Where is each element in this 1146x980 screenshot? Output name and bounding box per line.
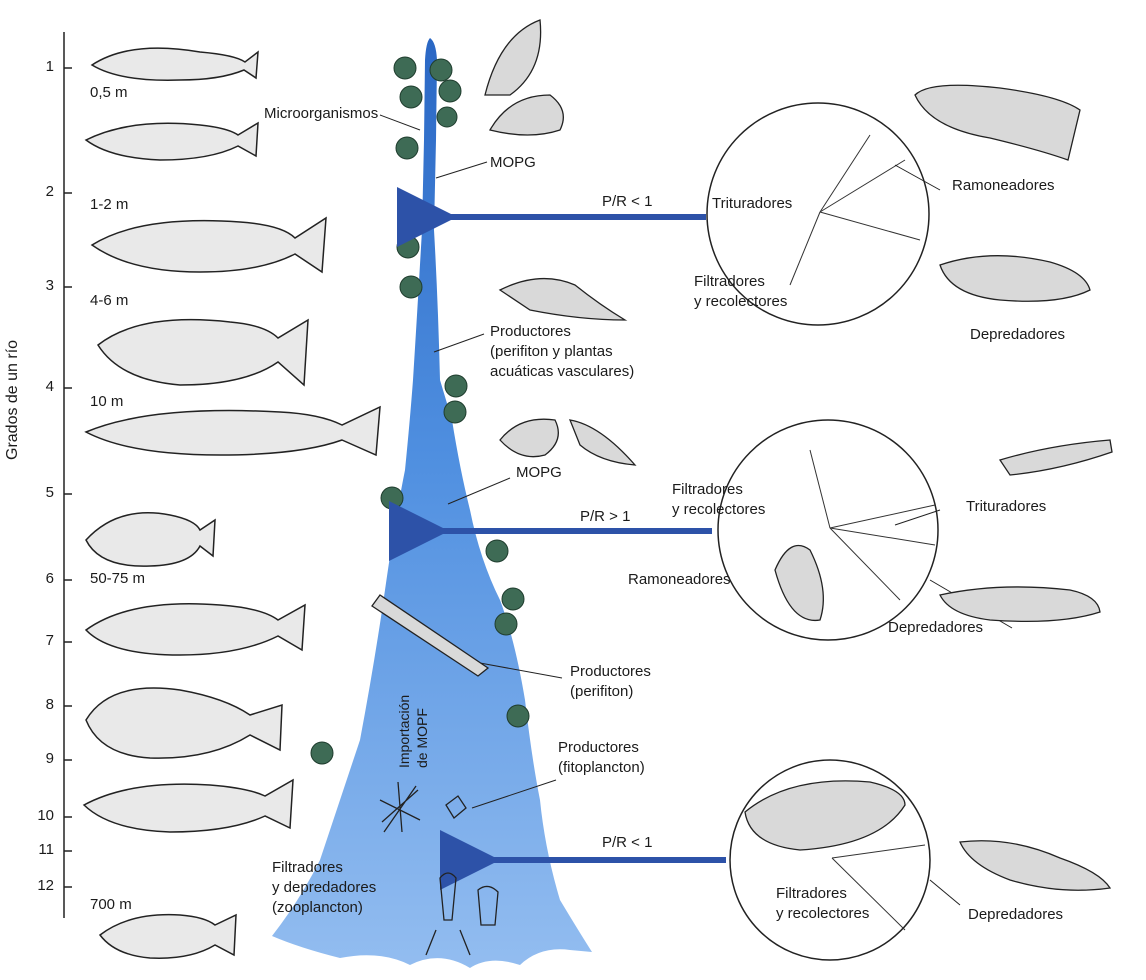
- fish-size-label: 0,5 m: [90, 84, 128, 101]
- fish-size-label: 700 m: [90, 896, 132, 913]
- tick-label-6: 6: [24, 570, 54, 587]
- label-filtradores-2: y depredadores: [272, 878, 376, 897]
- label-trituradores-top: Trituradores: [712, 194, 792, 213]
- circle-middle: [718, 420, 938, 640]
- label-trituradores-mid: Trituradores: [966, 497, 1046, 516]
- fish-size-label: 1-2 m: [90, 196, 128, 213]
- label-filtradores-bot-2: y recolectores: [776, 904, 869, 923]
- label-mopg-mid: MOPG: [516, 463, 562, 482]
- fish-size-label: 10 m: [90, 393, 123, 410]
- axis-ticks: [64, 68, 72, 887]
- algae-icon: [500, 279, 625, 320]
- label-depredadores-top: Depredadores: [970, 325, 1065, 344]
- tick-label-12: 12: [24, 877, 54, 894]
- label-ramoneadores-mid: Ramoneadores: [628, 570, 731, 589]
- tick-label-7: 7: [24, 632, 54, 649]
- label-filtradores-top-1: Filtradores: [694, 272, 765, 291]
- tick-label-8: 8: [24, 696, 54, 713]
- tick-label-11: 11: [24, 841, 54, 858]
- label-productores-vasc-1: Productores: [490, 322, 571, 341]
- label-filtradores-mid-2: y recolectores: [672, 500, 765, 519]
- tick-label-4: 4: [24, 378, 54, 395]
- label-depredadores-mid: Depredadores: [888, 618, 983, 637]
- predator-bottom-icon: [960, 841, 1110, 891]
- fish-9-icon: [84, 780, 293, 832]
- label-productores-vasc-2: (perifiton y plantas: [490, 342, 613, 361]
- label-filtradores-bot-1: Filtradores: [776, 884, 847, 903]
- predator-mid-icon: [940, 587, 1100, 621]
- fish-6-icon: [86, 513, 215, 566]
- fish-7-icon: [86, 604, 305, 655]
- leaf-mid-icon: [570, 420, 635, 465]
- label-productores-perif-2: (perifiton): [570, 682, 633, 701]
- tick-label-9: 9: [24, 750, 54, 767]
- label-filtradores-top-2: y recolectores: [694, 292, 787, 311]
- fish-size-label: 50-75 m: [90, 570, 145, 587]
- larva-top-icon: [940, 256, 1090, 302]
- fish-10-icon: [100, 915, 236, 959]
- label-filtradores-mid-1: Filtradores: [672, 480, 743, 499]
- label-mopg-top: MOPG: [490, 153, 536, 172]
- caddis-case-icon: [915, 85, 1080, 160]
- fish-5-icon: [86, 407, 380, 455]
- label-productores-vasc-3: acuáticas vasculares): [490, 362, 634, 381]
- pr-label-top: P/R < 1: [602, 193, 652, 210]
- fish-3-icon: [92, 218, 326, 272]
- shredder-mid-icon: [1000, 440, 1112, 475]
- label-productores-fito-2: (fitoplancton): [558, 758, 645, 777]
- tick-label-5: 5: [24, 484, 54, 501]
- label-ramoneadores-top: Ramoneadores: [952, 176, 1055, 195]
- label-filtradores-3: (zooplancton): [272, 898, 363, 917]
- axis-title: Grados de un río: [4, 340, 22, 460]
- label-depredadores-bot: Depredadores: [968, 905, 1063, 924]
- tick-label-1: 1: [24, 58, 54, 75]
- oak-leaf-mid-icon: [500, 419, 558, 457]
- pr-label-middle: P/R > 1: [580, 508, 630, 525]
- tick-label-2: 2: [24, 183, 54, 200]
- label-microorganismos: Microorganismos: [264, 104, 378, 123]
- fish-size-label: 4-6 m: [90, 292, 128, 309]
- label-importacion-2: de MOPF: [414, 708, 430, 768]
- pr-label-bottom: P/R < 1: [602, 834, 652, 851]
- fish-4-icon: [98, 320, 308, 385]
- tick-label-3: 3: [24, 277, 54, 294]
- fish-8-icon: [86, 688, 282, 758]
- fish-1-icon: [92, 48, 258, 80]
- oak-leaf-top-icon: [490, 95, 563, 135]
- leaf-top-icon: [485, 20, 541, 95]
- label-productores-fito-1: Productores: [558, 738, 639, 757]
- river-shape: [272, 38, 592, 968]
- label-filtradores-1: Filtradores: [272, 858, 343, 877]
- label-productores-perif-1: Productores: [570, 662, 651, 681]
- label-importacion-1: Importación: [396, 695, 412, 768]
- fish-2-icon: [86, 123, 258, 160]
- tick-label-10: 10: [24, 807, 54, 824]
